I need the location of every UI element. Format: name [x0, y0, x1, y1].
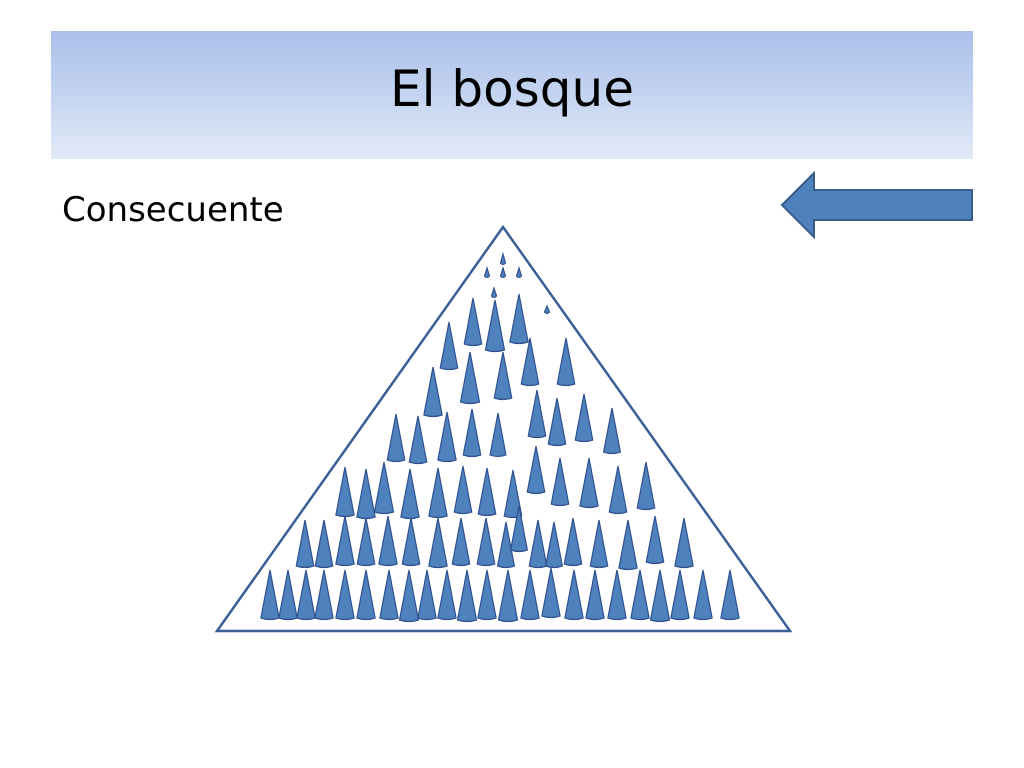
title-band: El bosque	[51, 31, 973, 159]
tree-icon	[547, 397, 567, 447]
tree-icon	[398, 569, 420, 623]
tree-icon	[493, 351, 513, 401]
tree-icon	[437, 569, 457, 621]
tree-icon	[459, 351, 481, 405]
tree-icon	[490, 285, 498, 299]
tree-icon	[589, 519, 609, 569]
tree-icon	[509, 293, 529, 345]
tree-icon	[693, 569, 713, 621]
tree-icon	[602, 407, 622, 455]
tree-icon	[670, 569, 690, 621]
tree-icon	[476, 517, 496, 567]
tree-icon	[335, 515, 355, 567]
tree-icon	[497, 569, 519, 623]
tree-icon	[618, 519, 638, 571]
tree-icon	[674, 517, 694, 569]
arrow-shape	[780, 171, 973, 239]
tree-icon	[541, 567, 561, 619]
tree-icon	[630, 569, 650, 621]
tree-icon	[278, 569, 298, 621]
tree-icon	[499, 265, 507, 279]
tree-icon	[335, 569, 355, 621]
tree-icon	[499, 251, 507, 266]
tree-icon	[509, 505, 529, 553]
tree-icon	[423, 366, 443, 418]
tree-icon	[484, 299, 506, 353]
pyramid-outline	[214, 224, 793, 633]
tree-icon	[489, 412, 507, 458]
tree-icon	[496, 521, 516, 569]
tree-icon	[439, 321, 459, 371]
tree-icon	[720, 569, 740, 621]
tree-icon	[260, 569, 280, 621]
tree-icon	[451, 517, 471, 567]
tree-icon	[314, 569, 334, 621]
tree-icon	[335, 466, 355, 518]
body-text: Consecuente	[62, 190, 284, 230]
tree-icon	[556, 337, 576, 387]
tree-icon	[515, 265, 523, 279]
tree-icon	[585, 569, 605, 621]
tree-icon	[463, 297, 483, 347]
tree-icon	[543, 304, 551, 315]
tree-icon	[428, 467, 448, 519]
slide-title: El bosque	[390, 60, 634, 118]
tree-icon	[456, 569, 478, 623]
tree-icon	[574, 393, 594, 443]
tree-icon	[649, 569, 671, 623]
tree-icon	[544, 521, 564, 569]
tree-icon	[579, 457, 599, 509]
tree-icon	[386, 413, 406, 463]
tree-icon	[400, 468, 420, 520]
arrow-left-icon	[780, 171, 973, 239]
tree-icon	[462, 408, 482, 458]
tree-icon	[477, 569, 497, 621]
tree-icon	[528, 519, 548, 569]
tree-icon	[356, 569, 376, 621]
tree-icon	[453, 465, 473, 515]
tree-icon	[527, 389, 547, 439]
tree-icon	[378, 515, 398, 567]
tree-icon	[503, 469, 523, 519]
tree-icon	[563, 517, 583, 567]
tree-icon	[550, 457, 570, 507]
tree-icon	[428, 517, 448, 569]
tree-icon	[379, 569, 399, 621]
tree-icon	[314, 519, 334, 569]
tree-icon	[520, 569, 540, 621]
tree-icon	[408, 415, 428, 465]
tree-icon	[607, 569, 627, 621]
tree-icon	[520, 337, 540, 387]
tree-icon	[564, 569, 584, 621]
tree-icon	[477, 467, 497, 517]
forest-pyramid-diagram	[214, 224, 793, 633]
tree-icon	[356, 517, 376, 567]
tree-icon	[526, 445, 546, 495]
tree-icon	[645, 515, 665, 565]
tree-icon	[356, 468, 376, 520]
tree-icon	[295, 519, 315, 569]
tree-icon	[608, 465, 628, 515]
tree-icon	[296, 569, 316, 621]
tree-icon	[373, 461, 395, 515]
tree-icon	[636, 461, 656, 511]
tree-icon	[417, 569, 437, 621]
tree-icon	[437, 411, 457, 463]
trees-group	[260, 251, 740, 623]
tree-icon	[401, 517, 421, 567]
tree-icon	[483, 265, 491, 279]
